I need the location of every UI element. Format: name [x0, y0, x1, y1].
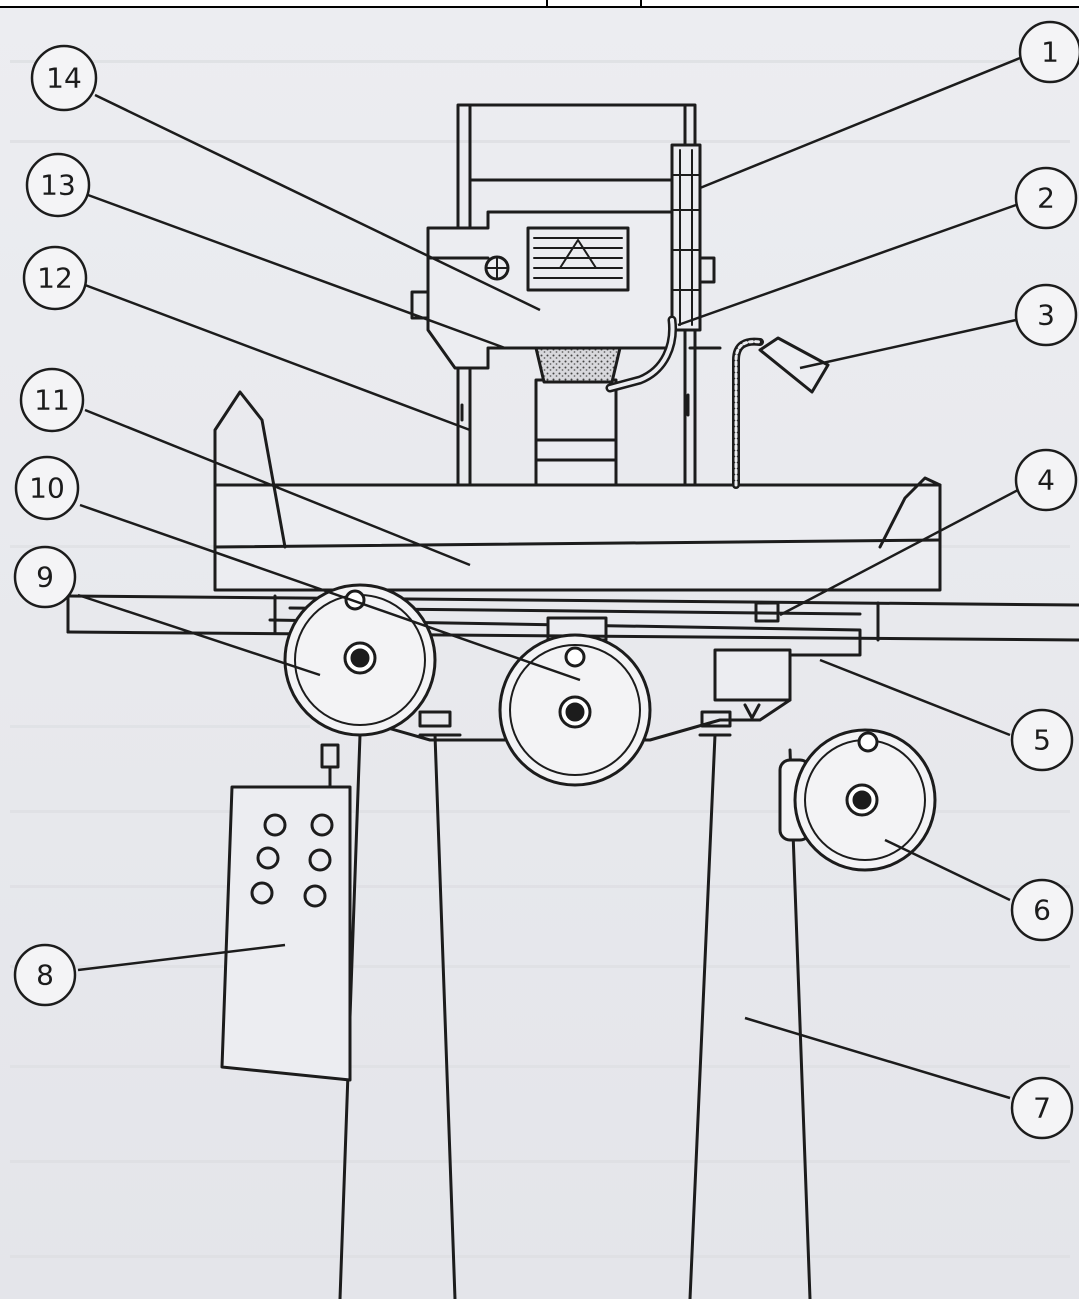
callout-9-label: 9 [36, 561, 54, 594]
wheel-head [410, 210, 716, 370]
vertical-feed-screw [670, 143, 702, 332]
callout-14-label: 14 [46, 62, 82, 95]
table-divider [640, 0, 642, 8]
machine-base [338, 733, 812, 1299]
callout-7-label: 7 [1033, 1092, 1051, 1125]
leader-4 [779, 488, 1019, 617]
callout-10-label: 10 [29, 472, 65, 505]
callout-4-label: 4 [1037, 464, 1055, 497]
callout-14: 14 [30, 44, 98, 112]
callout-5-label: 5 [1033, 724, 1051, 757]
callout-11-label: 11 [34, 384, 70, 417]
control-panel [220, 743, 352, 1082]
callout-7: 7 [1010, 1076, 1074, 1140]
callout-1-label: 1 [1041, 36, 1059, 69]
callout-3: 3 [1014, 283, 1078, 347]
grinding-wheel [534, 346, 622, 384]
callout-6-label: 6 [1033, 894, 1051, 927]
callout-3-label: 3 [1037, 299, 1055, 332]
leader-10 [79, 503, 581, 682]
leader-3 [799, 318, 1017, 370]
leader-1 [699, 56, 1021, 190]
leader-8 [77, 943, 286, 972]
callout-13-label: 13 [40, 169, 76, 202]
callout-12-label: 12 [37, 262, 73, 295]
saddle [268, 616, 862, 742]
leader-14 [94, 93, 541, 312]
coolant-pump [758, 336, 830, 394]
callout-13: 13 [25, 152, 91, 218]
longitudinal-handwheel[interactable] [283, 583, 437, 737]
cross-feed-handwheel[interactable] [498, 633, 652, 787]
leader-13 [87, 193, 506, 350]
leader-2 [677, 203, 1017, 327]
callout-11: 11 [19, 367, 85, 433]
vertical-feed-handwheel[interactable] [778, 728, 937, 872]
callout-1: 1 [1018, 20, 1079, 84]
leader-7 [744, 1016, 1011, 1100]
callout-8: 8 [13, 943, 77, 1007]
callout-2: 2 [1014, 166, 1078, 230]
callout-9: 9 [13, 545, 77, 609]
leader-lines [77, 56, 1021, 1100]
table-divider [546, 0, 548, 8]
callout-5: 5 [1010, 708, 1074, 772]
coolant-hose [605, 315, 764, 489]
leader-12 [84, 283, 471, 432]
callout-8-label: 8 [36, 959, 54, 992]
table-border-top [0, 0, 1079, 8]
callout-2-label: 2 [1037, 182, 1055, 215]
leader-5 [819, 658, 1011, 737]
callout-10: 10 [14, 455, 80, 521]
leader-9 [77, 593, 321, 677]
callout-12: 12 [22, 245, 88, 311]
callouts: 1 2 3 4 5 6 7 8 9 10 11 12 13 14 [13, 20, 1079, 1140]
leader-6 [884, 838, 1011, 902]
callout-6: 6 [1010, 878, 1074, 942]
leader-11 [84, 408, 471, 567]
callout-4: 4 [1014, 448, 1078, 512]
